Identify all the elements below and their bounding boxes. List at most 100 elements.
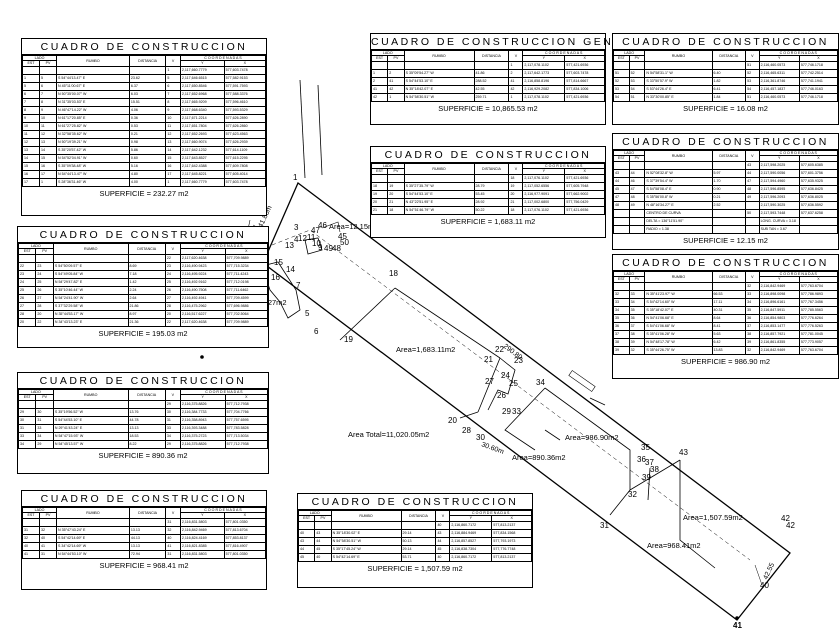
table-cell <box>297 520 316 530</box>
table-cell: 1 <box>508 92 524 102</box>
vertex-label: 3 <box>294 223 299 232</box>
table-cell: 20 <box>17 317 37 327</box>
table-cell: 8 <box>165 97 181 107</box>
table-cell <box>711 281 747 291</box>
table-cell <box>613 208 630 218</box>
col-header-rumbo: RUMBO <box>330 510 402 522</box>
table-cell <box>644 160 713 170</box>
table-cell: 2,116,824.4169 <box>179 533 225 543</box>
table-cell: 17.11 <box>711 297 747 307</box>
table-cell: 577,813.2137 <box>491 520 532 530</box>
vertex-label: 16 <box>271 273 280 282</box>
table-cell: 2,116,457.1837 <box>758 84 800 94</box>
table-cell: 577,588.3376 <box>223 89 267 99</box>
table-cell <box>613 216 630 226</box>
table-cell <box>711 208 747 218</box>
table-cell: LONG. CURVA = 3.18 <box>758 216 800 226</box>
vertex-label: 37 <box>645 458 654 467</box>
col-header-lado: LADO <box>22 506 57 514</box>
table-cell: 0.21 <box>711 192 747 202</box>
lot-line <box>339 287 396 341</box>
table-cell: 577,793.1973 <box>491 536 532 546</box>
col-header-lado: LADO <box>612 49 646 57</box>
table-cell <box>628 208 646 218</box>
col-header-distancia: DISTANCIA <box>127 243 166 255</box>
table-cell: 21 <box>387 197 405 207</box>
table-cell: 2,116,929.2082 <box>522 84 566 94</box>
vertex-label: 24 <box>501 371 510 380</box>
col-header-x: X <box>224 248 269 255</box>
table-cell: 29 <box>35 439 54 449</box>
table-cell: S 35°41'06.28" W <box>644 329 713 339</box>
table-cell: 25 <box>35 277 54 287</box>
table-cell: 577,603.7478 <box>223 65 267 75</box>
table-cell: 577,773.9057 <box>798 337 839 347</box>
vertex-labels: 1 3 4 5 6 7 9 10 11 12 13 14 15 16 17 18… <box>257 173 795 630</box>
table-cell: 2,116,460.0573 <box>758 92 800 102</box>
superficie-total: SUPERFICIE = 195.03 m2 <box>98 328 188 338</box>
table-cell: 577,626.2890 <box>223 113 267 123</box>
table-cell: 8.97 <box>127 309 166 319</box>
table-cell: 6 <box>165 81 181 91</box>
table-cell: 2,116,842.9469 <box>758 345 800 355</box>
table-cell <box>35 253 54 263</box>
table-cell: 1 <box>39 177 57 187</box>
table-cell: 31 <box>165 549 181 559</box>
table-cell: 577,709.9889 <box>224 317 269 327</box>
table-cell <box>644 281 713 291</box>
table-cell: 2,116,495.9224 <box>179 269 226 279</box>
superficie-total: SUPERFICIE = 968.41 m2 <box>99 560 189 570</box>
table-cell: 32 <box>628 345 646 355</box>
col-header-v: V <box>745 150 760 162</box>
table-cell: N 61°17'20.85" E <box>56 113 130 123</box>
table-cell: 15 <box>165 153 181 163</box>
table-cell <box>473 173 510 183</box>
table-cell: 2 <box>387 68 405 78</box>
table-cell: N 54°24'41.90" W <box>52 293 129 303</box>
table-cell: 2,117,642.4388 <box>179 161 225 171</box>
table-cell: 2,116,884.9469 <box>449 528 493 538</box>
table-cell: 5.16 <box>128 161 167 171</box>
table-cell: 50 <box>745 208 760 218</box>
table-cell: 52 <box>745 68 760 78</box>
table-cell: 16 <box>22 169 40 179</box>
table-cell: 2,116,831.5803 <box>179 517 225 527</box>
vertex-label: 25 <box>509 379 518 388</box>
table-cell: 47 <box>628 184 646 194</box>
table-cell: 33 <box>35 423 54 433</box>
table-cell: 2,116,898.0098 <box>758 289 800 299</box>
table-cell: 13.76 <box>127 407 166 417</box>
table-cell: 23 <box>164 261 181 271</box>
area-label: Area=986.90m2 <box>565 433 619 442</box>
table-cell: N 35°47'43.24" E <box>56 525 130 535</box>
col-header-lado: LADO <box>22 54 57 62</box>
table-cell: 6.37 <box>128 81 167 91</box>
table-cell: S 54°42'14.69" E <box>330 552 402 562</box>
table-cell: 577,421.6936 <box>564 92 605 102</box>
table-cell: 2,116,860.7172 <box>449 552 493 562</box>
table-cell: 2,117,590.3025 <box>758 200 800 210</box>
table-cell: N 54°45'13.57" W <box>52 439 129 449</box>
col-header-pv: PV <box>39 60 57 67</box>
table-cell: 577,776.5263 <box>798 321 839 331</box>
table-cell: S 53°44'26.4" E <box>644 84 713 94</box>
table-cell: 31 <box>22 525 40 535</box>
vertex-label: 35 <box>641 443 650 452</box>
table-cell: 30 <box>17 415 37 425</box>
table-cell <box>745 224 760 234</box>
table-cell: 40.31 <box>711 305 747 315</box>
col-header-x: X <box>564 168 605 175</box>
